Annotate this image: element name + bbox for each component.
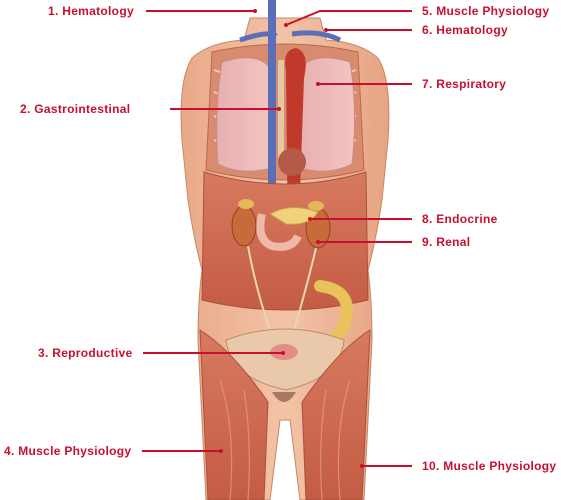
label-endocrine: 8. Endocrine xyxy=(422,212,498,226)
right-thigh xyxy=(301,329,371,500)
subclavian xyxy=(239,31,278,43)
liver-area xyxy=(278,148,306,176)
left-kidney xyxy=(231,205,257,247)
right-lung xyxy=(297,57,356,172)
esophagus xyxy=(278,60,284,160)
label-muscle-physiology-5: 5. Muscle Physiology xyxy=(422,4,550,18)
adrenal-right xyxy=(308,201,324,211)
subclavian-right xyxy=(291,30,342,43)
duodenum xyxy=(256,213,302,251)
label-muscle-physiology-10: 10. Muscle Physiology xyxy=(422,459,557,473)
label-renal: 9. Renal xyxy=(422,235,471,249)
adrenal-left xyxy=(238,199,254,209)
label-hematology-6: 6. Hematology xyxy=(422,23,508,37)
pubic-area xyxy=(272,392,296,402)
label-hematology-1: 1. Hematology xyxy=(48,4,134,18)
label-reproductive: 3. Reproductive xyxy=(38,346,133,360)
label-gastrointestinal: 2. Gastrointestinal xyxy=(20,102,131,116)
pancreas xyxy=(269,207,319,225)
label-muscle-physiology-4: 4. Muscle Physiology xyxy=(4,444,132,458)
label-respiratory: 7. Respiratory xyxy=(422,77,507,91)
leader-lines xyxy=(142,10,412,467)
left-lung xyxy=(216,57,273,172)
left-thigh xyxy=(199,329,269,500)
